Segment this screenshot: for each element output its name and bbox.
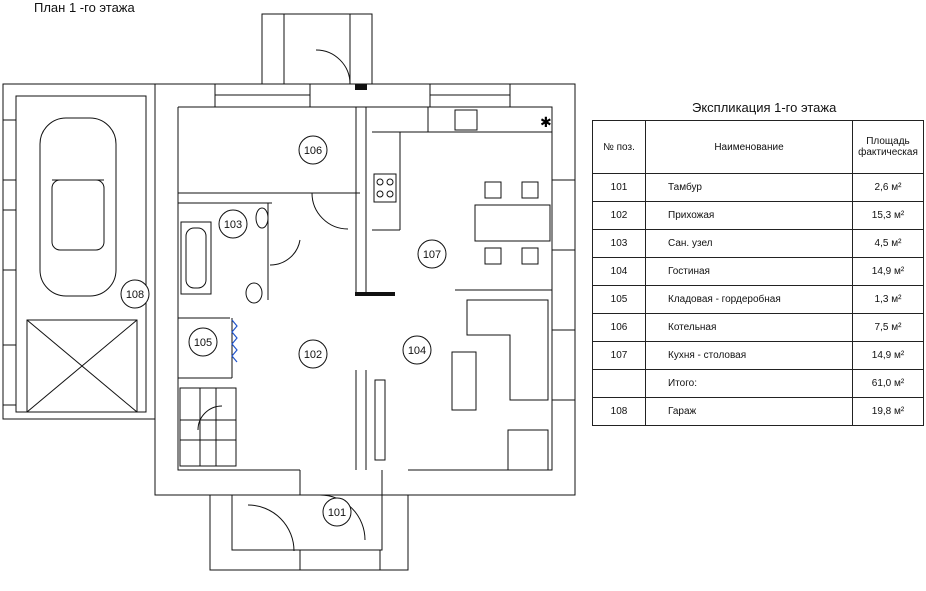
row-num: 104: [592, 257, 646, 286]
header-area: Площадь фактическая: [852, 120, 924, 174]
porch-inner: [283, 13, 351, 85]
row-num: 106: [592, 313, 646, 342]
outer-wall-left: [154, 84, 210, 496]
tv-unit: [374, 379, 386, 461]
row-area: 4,5 м²: [852, 229, 924, 258]
room-label-105: 105: [194, 337, 212, 349]
car-body: [39, 117, 117, 297]
row-area: 7,5 м²: [852, 313, 924, 342]
garage-num: 108: [592, 397, 646, 426]
garage-door: [26, 319, 138, 413]
table-row: 102 Прихожая 15,3 м²: [592, 201, 924, 230]
room-label-108: 108: [126, 289, 144, 301]
row-num: 101: [592, 173, 646, 202]
row-num: 105: [592, 285, 646, 314]
table-header-row: № поз. Наименование Площадь фактическая: [592, 120, 924, 174]
armchair: [507, 429, 549, 471]
explication-table: № поз. Наименование Площадь фактическая …: [592, 120, 924, 426]
row-area: 2,6 м²: [852, 173, 924, 202]
stove-symbol: ✱: [540, 114, 552, 130]
table-row: 101 Тамбур 2,6 м²: [592, 173, 924, 202]
table-row: 107 Кухня - столовая 14,9 м²: [592, 341, 924, 370]
room-label-106: 106: [304, 145, 322, 157]
row-num: 103: [592, 229, 646, 258]
total-area: 61,0 м²: [852, 369, 924, 398]
room-label-101: 101: [328, 507, 346, 519]
total-label: Итого:: [645, 369, 853, 398]
row-num: 102: [592, 201, 646, 230]
room-label-102: 102: [304, 349, 322, 361]
garage-name: Гараж: [645, 397, 853, 426]
garage-area: 19,8 м²: [852, 397, 924, 426]
vestibule-inner: [231, 494, 383, 551]
row-name: Кухня - столовая: [645, 341, 853, 370]
row-name: Гостиная: [645, 257, 853, 286]
inner-wall-left: [177, 107, 300, 471]
plan-title: План 1 -го этажа: [34, 0, 135, 15]
row-name: Тамбур: [645, 173, 853, 202]
room-label-107: 107: [423, 249, 441, 261]
stove: [373, 173, 397, 203]
bathtub: [180, 221, 212, 295]
row-name: Прихожая: [645, 201, 853, 230]
sofa: [466, 299, 549, 401]
room-label-104: 104: [408, 345, 426, 357]
table-row: 104 Гостиная 14,9 м²: [592, 257, 924, 286]
sliding-door: [231, 319, 238, 363]
room-label-103: 103: [224, 219, 242, 231]
header-name: Наименование: [645, 120, 853, 174]
header-num: № поз.: [592, 120, 646, 174]
total-num: [592, 369, 646, 398]
table-row: 105 Кладовая - гордеробная 1,3 м²: [592, 285, 924, 314]
table-row: 106 Котельная 7,5 м²: [592, 313, 924, 342]
row-area: 14,9 м²: [852, 257, 924, 286]
vestibule-outline: [209, 494, 409, 571]
row-name: Сан. узел: [645, 229, 853, 258]
inner-wall-line: [178, 106, 553, 471]
row-name: Кладовая - гордеробная: [645, 285, 853, 314]
row-area: 15,3 м²: [852, 201, 924, 230]
row-num: 107: [592, 341, 646, 370]
row-area: 1,3 м²: [852, 285, 924, 314]
garage-row: 108 Гараж 19,8 м²: [592, 397, 924, 426]
coffee-table: [451, 351, 477, 411]
porch-outline: [261, 13, 373, 85]
dining-table: [474, 204, 551, 242]
row-area: 14,9 м²: [852, 341, 924, 370]
table-row: 103 Сан. узел 4,5 м²: [592, 229, 924, 258]
stairs: [179, 387, 237, 467]
total-row: Итого: 61,0 м²: [592, 369, 924, 398]
row-name: Котельная: [645, 313, 853, 342]
table-title: Экспликация 1-го этажа: [692, 100, 837, 115]
